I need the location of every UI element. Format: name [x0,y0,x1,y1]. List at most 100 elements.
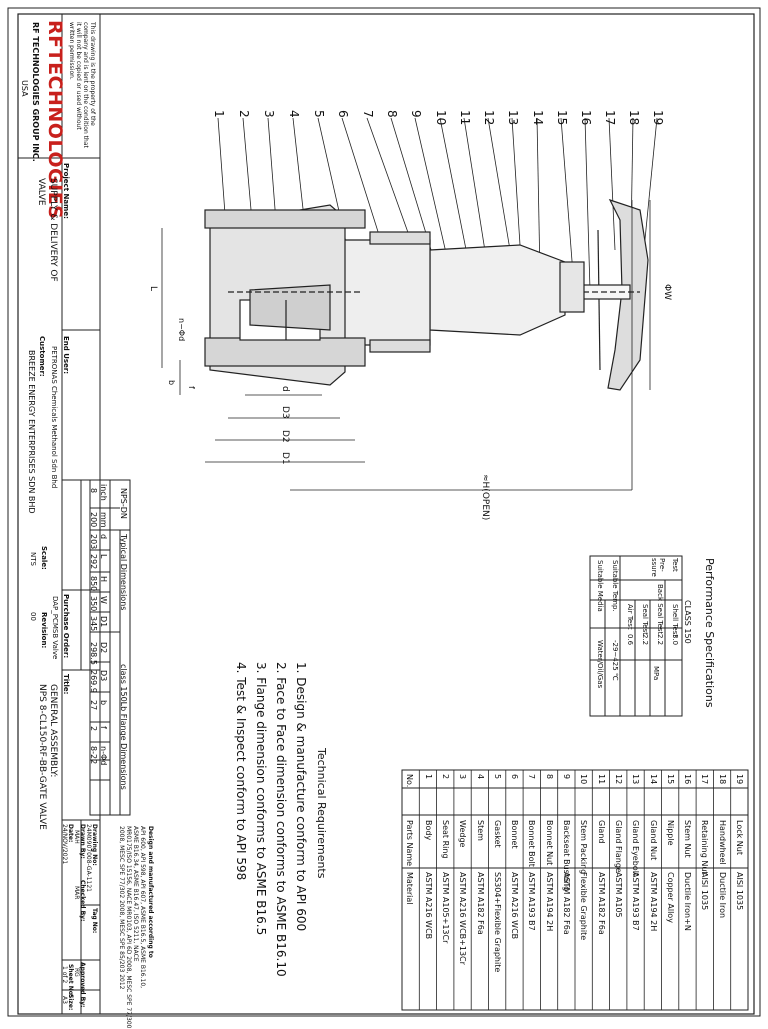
dim-d: d [280,386,290,392]
parts-name: Bonnet [510,820,520,849]
seat-test-label: Seal Test [641,604,649,635]
parts-material: Flexible Graphite [579,872,589,941]
checked-by-value: MAR [73,886,80,900]
end-user-value: PETRONAS Chemicals Methanol Sdn Bhd [50,346,58,489]
design-standards-3: MR0175/ISO 15156, NACE MR0103, API 6D 20… [125,826,132,1029]
dim-header-cell: n-Φd [99,746,108,766]
dimensions-table-frame [89,479,131,816]
balloon-12: 12 [482,110,496,126]
title-line2: NPS 8-CL150-RF-BB-GATE VALVE [37,684,47,830]
parts-no: 9 [562,774,571,780]
balloon-14: 14 [531,110,545,126]
performance-table-frame [589,555,683,717]
dim-header-cell: b [99,700,108,706]
parts-no: 4 [475,774,485,780]
parts-name: Stem Nut [683,820,693,858]
tech-req-4: 4. Test & Inspect conform to API 598 [234,662,248,881]
dim-value-cell: 850 [89,576,98,592]
parts-no: 17 [700,774,710,785]
dim-value-cell: 203 [89,534,98,550]
dim-value-cell: 345 [89,616,98,632]
parts-header-no: No. [405,774,414,788]
parts-no: 12 [613,774,623,785]
dim-header-cell: d [99,534,108,540]
balloon-5: 5 [312,110,326,118]
tag-no-label: Tag No: [91,908,98,934]
purchase-order-value: DAP_PCMSB Valve [51,596,59,660]
company-country: USA [20,80,29,97]
parts-name: Gland Nut [648,820,658,861]
drawing-no-value: 24M0907008-GA-1121 [85,824,92,892]
scale-value: NTS [29,552,37,566]
parts-no: 11 [596,774,606,785]
media-value: Water/Oil/Gas [596,640,604,689]
balloon-3: 3 [262,110,276,118]
dim-f: f [187,386,196,389]
parts-no: 13 [631,774,641,785]
project-line1: SUPPLY & DELIVERY OF [48,178,58,282]
parts-name: Retaining Nut [700,820,710,875]
sheet-no-value: 1 of 2 [61,966,68,984]
date-value: 24/NOV/2021 [61,824,68,865]
dim-D1: D1 [280,452,290,465]
air-test-value: 0.6 [626,634,634,646]
balloon-15: 15 [555,110,569,126]
end-user-label: End User: [62,336,70,375]
parts-no: 1 [423,774,433,780]
parts-name: Seat Ring [440,820,450,859]
dim-value-cell: 350 [89,596,98,612]
backseat-test-label: Back Seal Test [656,584,664,635]
parts-no: 15 [665,774,675,785]
balloon-2: 2 [237,110,251,118]
scale-label: Scale: [40,546,48,570]
balloon-19: 19 [651,110,665,126]
design-standards-4: 2008, MESC SPE 77/302 2008, MESC SPE 85/… [118,826,125,990]
parts-no: 6 [510,774,520,780]
parts-material: ASTM A216 WCB [510,872,520,940]
parts-name: Nipple [665,820,675,846]
drawing-no-label: Drawing No: [91,824,98,866]
dim-H-open: ≈H(OPEN) [480,474,490,521]
dim-D3: D3 [280,406,290,419]
balloon-4: 4 [287,110,301,118]
shell-test-value: 3.0 [671,634,679,646]
title-line1: GENERAL ASSEMBLY: [48,684,58,778]
parts-name: Wedge [458,820,468,848]
performance-pressure: Pre-ssure [650,558,666,577]
dim-value-cell: 8-22 [89,746,98,765]
parts-material: ASTM A193 B7 [527,872,537,931]
backseat-test-value: 2.2 [656,634,664,646]
tech-req-3: 3. Flange dimension conforms to ASME B16… [254,662,268,936]
dim-header-cell: D3 [99,670,108,682]
design-standards-2: ASME B16.34, ASME B16.47, ISO 5211, NACE [132,826,139,962]
parts-name: Gland Eyebolt [631,820,641,877]
air-test-label: Air Test [626,604,634,630]
balloon-1: 1 [212,110,226,118]
revision-value: 00 [29,612,37,621]
shell-test-label: Shell Test [671,604,679,638]
dim-value-cell: 8 [89,488,98,494]
dim-unit-mm: mm [99,512,108,528]
dim-value-cell: 2 [89,726,98,732]
parts-no: 5 [492,774,502,780]
parts-no: 19 [735,774,744,785]
parts-name: Bonnet Bolt [527,820,537,867]
dim-value-cell: 200 [89,512,98,528]
parts-material: ASTM A194 2H [648,872,658,932]
copyright-notice: This drawing is the property of the comp… [68,22,96,148]
drawn-by-value: MAH [73,830,80,844]
parts-name: Bonnet Nut [544,820,554,866]
balloon-16: 16 [579,110,593,126]
dim-D2: D2 [280,430,290,443]
dim-value-cell: 292 [89,554,98,570]
parts-material: Ductile Iron+N [683,872,693,931]
balloon-10: 10 [434,110,448,126]
parts-no: 7 [527,774,537,780]
parts-name: Gland Flange [613,820,623,873]
date-label: Date: [67,824,74,843]
dim-value-cell: 298.5 [89,642,98,665]
dim-header-cell: D1 [99,616,108,628]
dim-header-nps: NPS-DN [119,488,128,519]
revision-label: Revision: [40,612,48,649]
